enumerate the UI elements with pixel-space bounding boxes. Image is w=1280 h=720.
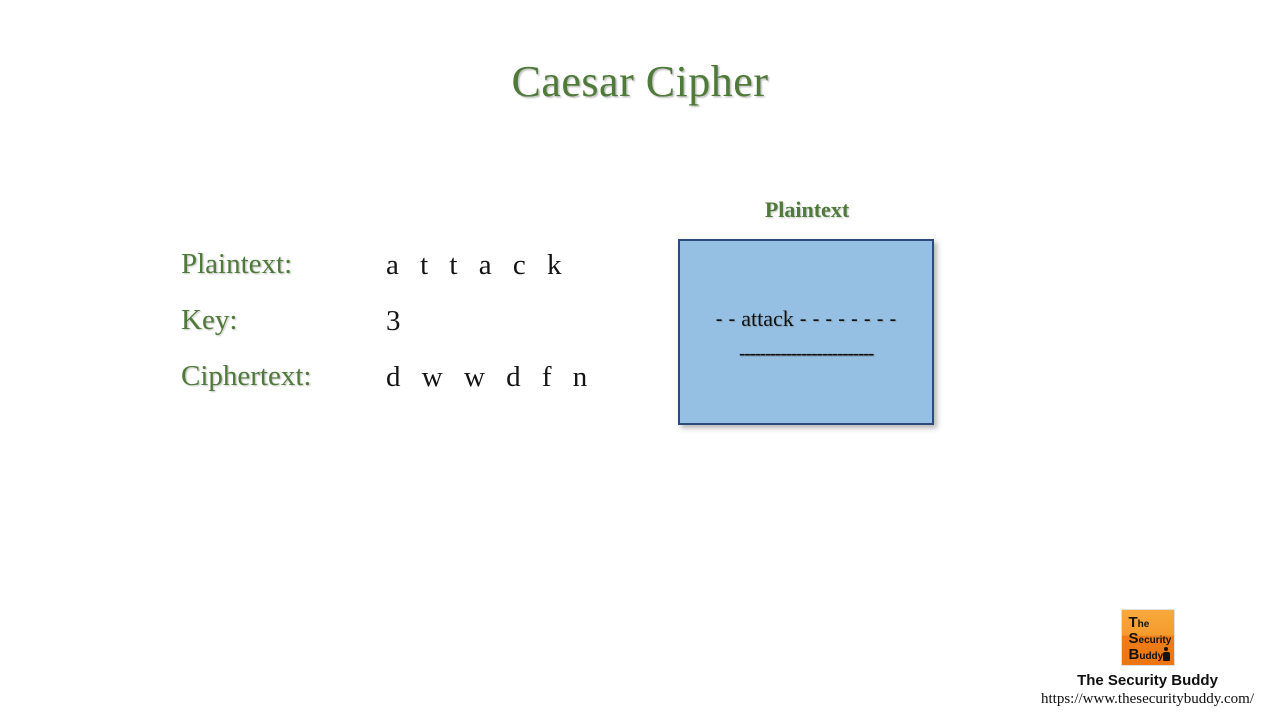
security-buddy-logo: The Security Buddy (1121, 610, 1174, 665)
logo-text-ecurity: ecurity (1138, 635, 1172, 646)
person-icon (1162, 647, 1170, 661)
ciphertext-label: Ciphertext: (181, 360, 312, 392)
logo-initial-s: S (1128, 630, 1139, 647)
plaintext-value: a t t a c k (386, 249, 569, 281)
plaintext-label: Plaintext: (181, 248, 293, 280)
brand-name: The Security Buddy (1077, 672, 1218, 689)
branding: The Security Buddy The Security Buddy ht… (1015, 610, 1280, 709)
info-row-plaintext: Plaintext: a t t a c k (181, 246, 611, 302)
info-row-ciphertext: Ciphertext: d w w d f n (181, 358, 611, 414)
person-icon-head (1164, 647, 1168, 651)
logo-initial-t: T (1128, 614, 1138, 631)
person-icon-body (1162, 652, 1170, 661)
plaintext-dash-line-under: -------------------------- (738, 343, 875, 365)
plaintext-box-lines: - - attack - - - - - - - - -------------… (680, 305, 932, 368)
brand-url: https://www.thesecuritybuddy.com/ (1040, 691, 1255, 707)
logo-line-the: The (1129, 614, 1150, 632)
logo-line-buddy: Buddy (1129, 646, 1164, 664)
plaintext-dash-line-with-word: - - attack - - - - - - - - (680, 305, 932, 334)
plaintext-box: - - attack - - - - - - - - -------------… (678, 239, 934, 425)
plaintext-word: attack (741, 306, 794, 331)
key-value: 3 (386, 305, 401, 337)
dash-suffix: - - - - - - - - (793, 308, 897, 331)
logo-initial-b: B (1128, 646, 1140, 663)
ciphertext-value: d w w d f n (386, 361, 595, 393)
logo-text-uddy: uddy (1139, 651, 1164, 662)
info-row-key: Key: 3 (181, 302, 611, 358)
logo-text-he: he (1137, 619, 1150, 630)
key-label: Key: (181, 304, 238, 336)
cipher-info-block: Plaintext: a t t a c k Key: 3 Ciphertext… (181, 246, 611, 414)
logo-line-security: Security (1129, 630, 1172, 648)
plaintext-box-caption: Plaintext (764, 197, 850, 222)
dash-prefix: - - (715, 308, 742, 331)
page-title: Caesar Cipher (511, 57, 769, 106)
